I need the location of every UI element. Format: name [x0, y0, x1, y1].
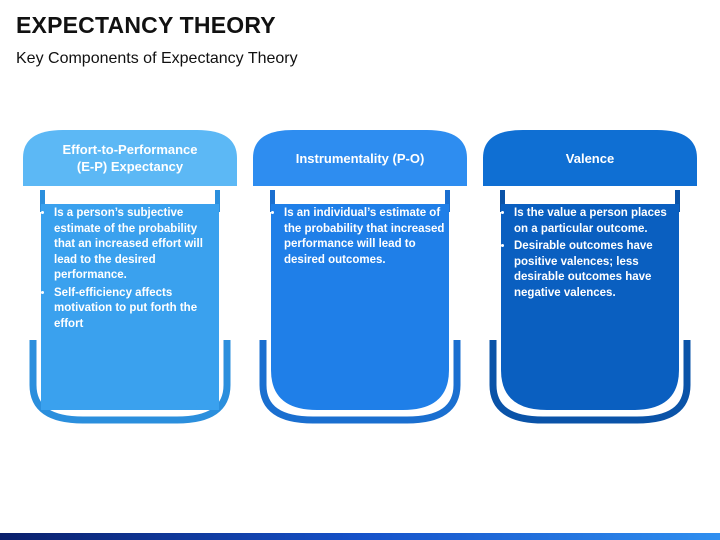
- card-decoration: [23, 130, 237, 424]
- footer-accent-bar: [0, 533, 720, 540]
- card-heading: Valence: [483, 130, 697, 186]
- card-decoration: [253, 130, 467, 424]
- card-heading-line1: Instrumentality (P-O): [295, 150, 425, 166]
- card-body: Is the value a person places on a partic…: [501, 206, 679, 303]
- card-heading-line1: Effort-to-Performance: [62, 142, 198, 157]
- bullet-item: Is an individual’s estimate of the proba…: [284, 206, 449, 268]
- card-heading: Instrumentality (P-O): [253, 130, 467, 186]
- card-heading: Effort-to-Performance (E-P) Expectancy: [23, 130, 237, 186]
- bullet-item: Self-efficiency affects motivation to pu…: [54, 286, 219, 333]
- card-body: Is a person’s subjective estimate of the…: [41, 206, 219, 334]
- card-body: Is an individual’s estimate of the proba…: [271, 206, 449, 270]
- page-subtitle: Key Components of Expectancy Theory: [16, 50, 298, 67]
- bullet-item: Is a person’s subjective estimate of the…: [54, 206, 219, 284]
- card-heading-line1: Valence: [565, 150, 615, 166]
- card-heading-line2: (E-P) Expectancy: [76, 159, 184, 174]
- bullet-item: Desirable outcomes have positive valence…: [514, 239, 679, 301]
- card-effort-performance: Effort-to-Performance (E-P) Expectancy I…: [23, 130, 237, 424]
- card-decoration: [483, 130, 697, 424]
- bullet-item: Is the value a person places on a partic…: [514, 206, 679, 237]
- card-instrumentality: Instrumentality (P-O) Is an individual’s…: [253, 130, 467, 424]
- card-valence: Valence Is the value a person places on …: [483, 130, 697, 424]
- page-title: EXPECTANCY THEORY: [16, 12, 276, 38]
